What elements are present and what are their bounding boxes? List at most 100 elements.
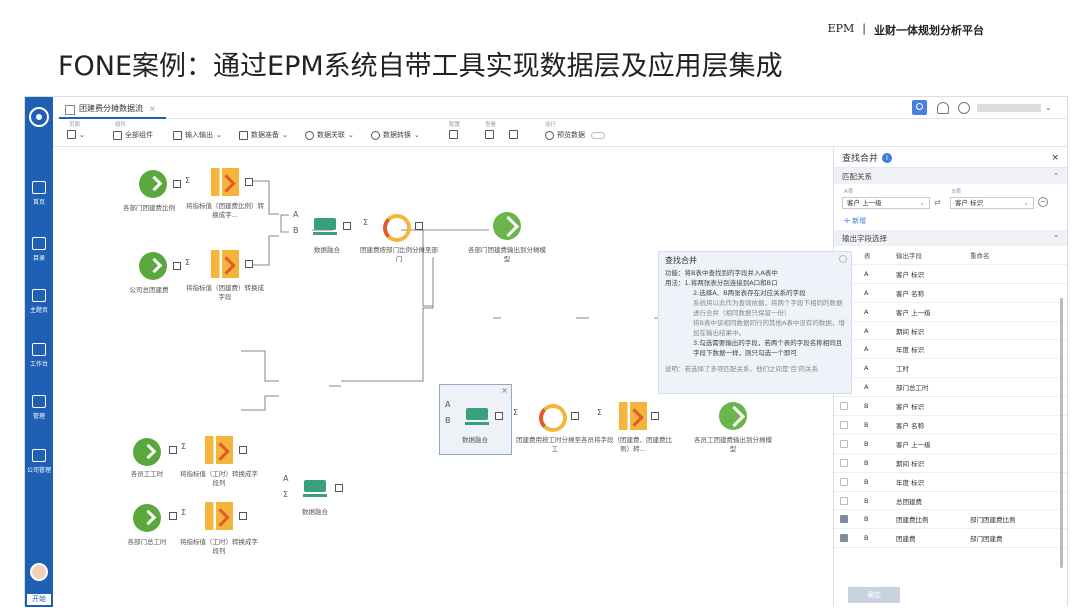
- info-icon[interactable]: i: [882, 152, 893, 163]
- preview-toggle[interactable]: [591, 131, 605, 139]
- app-window: 首页 目录 主题页 工作台 管理 公司管理 开始 团建费分摊数据流× ⌄ 页面 …: [24, 96, 1068, 607]
- field-checkbox[interactable]: [840, 477, 848, 486]
- slide-header: EPM | 业财一体规划分析平台: [827, 22, 984, 37]
- rename-input[interactable]: 部门团建费: [970, 535, 1003, 544]
- headset-icon[interactable]: [958, 102, 970, 114]
- confirm-button[interactable]: 确定: [848, 587, 900, 603]
- cycle-node-icon[interactable]: [383, 214, 411, 242]
- help-title: 查找合并: [665, 256, 697, 265]
- transform-node-icon[interactable]: [211, 250, 239, 278]
- field-checkbox[interactable]: [840, 458, 848, 467]
- camera-icon: [485, 130, 494, 139]
- node-label: 将指标值（团建费比例）转换成字...: [186, 202, 264, 219]
- link-icon: ⇄: [934, 198, 941, 207]
- logo-icon[interactable]: [29, 107, 49, 127]
- node-label: 各员工工时: [130, 470, 164, 478]
- bell-icon[interactable]: [937, 102, 949, 114]
- output-section[interactable]: 输出字段选择⌃: [834, 230, 1067, 246]
- play-icon: [545, 130, 554, 140]
- close-icon[interactable]: [839, 255, 847, 263]
- chevron-down-icon: ⌄: [1045, 103, 1052, 112]
- sidebar-item-home[interactable]: 首页: [25, 181, 53, 206]
- field-checkbox[interactable]: [840, 439, 848, 448]
- config-icon: [449, 130, 458, 139]
- field-checkbox[interactable]: [840, 496, 848, 505]
- rename-input[interactable]: 部门团建费比例: [970, 516, 1016, 525]
- transform-node-icon[interactable]: [205, 436, 233, 464]
- end-node-icon[interactable]: [719, 402, 747, 430]
- config-button[interactable]: [449, 130, 458, 139]
- tab-dataflow[interactable]: 团建费分摊数据流×: [59, 99, 166, 119]
- prep-button[interactable]: 数据准备 ⌄: [239, 130, 288, 140]
- merge-node-icon[interactable]: [301, 474, 329, 502]
- merge-node-icon[interactable]: [311, 212, 339, 240]
- sidebar-item-theme[interactable]: 主题页: [25, 289, 53, 314]
- grid-icon: [32, 289, 46, 302]
- sidebar-item-workbench[interactable]: 工作台: [25, 343, 53, 368]
- components-icon: [113, 130, 122, 140]
- merge-node-icon[interactable]: [463, 402, 491, 430]
- start-node-icon[interactable]: [139, 252, 167, 280]
- add-match-button[interactable]: ✛ 新增: [844, 217, 867, 225]
- transform-node-icon[interactable]: [619, 402, 647, 430]
- toolbar: 页面 组件 配置 查看 运行 ⌄ 全部组件 输入输出 ⌄ 数据准备 ⌄ 数据关联…: [53, 119, 1067, 147]
- avatar[interactable]: [30, 563, 48, 581]
- match-row: A表 B表 客户 上一级⌄ ⇄ 客户 标识⌄ − ✛ 新增: [842, 189, 1048, 225]
- user-menu[interactable]: ⌄: [977, 102, 1057, 113]
- view-button[interactable]: [485, 130, 494, 139]
- close-icon[interactable]: ×: [149, 104, 156, 113]
- chevron-up-icon: ⌃: [1053, 234, 1059, 242]
- field-checkbox[interactable]: [840, 515, 848, 524]
- scrollbar[interactable]: [1060, 298, 1063, 568]
- search-icon[interactable]: [912, 100, 927, 115]
- sidebar-item-catalog[interactable]: 目录: [25, 237, 53, 262]
- prep-icon: [239, 130, 248, 140]
- match-section[interactable]: 匹配关系⌃: [834, 168, 1067, 184]
- node-label: 团建费用按工时分摊至各员工: [516, 436, 594, 453]
- grid-view-button[interactable]: [509, 130, 518, 139]
- sidebar-item-company[interactable]: 公司管理: [25, 449, 53, 474]
- convert-button[interactable]: 数据转换 ⌄: [371, 130, 420, 140]
- field-checkbox[interactable]: [840, 420, 848, 429]
- transform-node-icon[interactable]: [205, 502, 233, 530]
- preview-button[interactable]: 预览数据: [545, 130, 605, 140]
- all-components-button[interactable]: 全部组件: [113, 130, 153, 140]
- io-button[interactable]: 输入输出 ⌄: [173, 130, 222, 140]
- node-label: 团建费按部门比例分摊至部门: [360, 246, 438, 263]
- start-node-icon[interactable]: [139, 170, 167, 198]
- close-icon[interactable]: ×: [1051, 152, 1059, 163]
- cycle-node-icon[interactable]: [539, 404, 567, 432]
- table-a-select[interactable]: 客户 上一级⌄: [842, 197, 930, 209]
- transform-node-icon[interactable]: [211, 168, 239, 196]
- help-popover: 查找合并 功能：将B表中查找到的字段并入A表中 用法：1.将两张表分别连接到A口…: [658, 251, 852, 394]
- flow-canvas[interactable]: Σ 各部门团建费比例 将指标值（团建费比例）转换成字... Σ 公司总团建费 将…: [53, 148, 852, 606]
- node-label: 将指标值（工时）转换成字段列: [180, 538, 258, 555]
- field-checkbox[interactable]: [840, 534, 848, 543]
- end-node-icon[interactable]: [493, 212, 521, 240]
- start-node-icon[interactable]: [133, 504, 161, 532]
- field-checkbox[interactable]: [840, 402, 848, 411]
- save-button[interactable]: ⌄: [67, 130, 85, 139]
- join-button[interactable]: 数据关联 ⌄: [305, 130, 354, 140]
- start-node-icon[interactable]: [133, 438, 161, 466]
- close-icon[interactable]: ×: [501, 386, 508, 395]
- table-b-select[interactable]: 客户 标识⌄: [950, 197, 1034, 209]
- sidebar-item-manage[interactable]: 管理: [25, 395, 53, 420]
- remove-icon[interactable]: −: [1038, 197, 1048, 207]
- start-button[interactable]: 开始: [27, 594, 51, 605]
